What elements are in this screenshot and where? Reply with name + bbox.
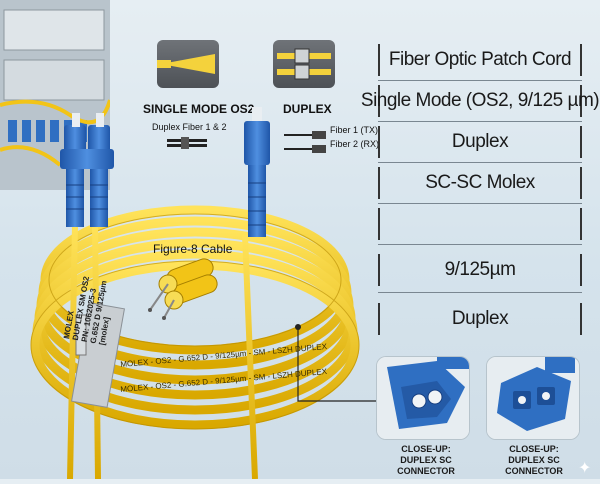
duplex-fiber-mini-icon bbox=[167, 136, 207, 154]
sparkle-icon: ✦ bbox=[578, 460, 592, 477]
figure-8-cable-icon bbox=[146, 258, 226, 327]
spec-row-empty bbox=[378, 208, 582, 240]
fiber-2-label: Fiber 2 (RX) bbox=[330, 139, 380, 149]
closeup-panel-1 bbox=[376, 356, 470, 440]
duplex-icon bbox=[273, 40, 335, 88]
spec-row-core: 9/125µm bbox=[378, 254, 582, 286]
closeup-panel-2 bbox=[486, 356, 580, 440]
fiber-1-icon bbox=[284, 126, 328, 144]
spec-row-connector: SC-SC Molex bbox=[378, 167, 582, 199]
divider bbox=[378, 203, 582, 204]
single-mode-subtitle: Duplex Fiber 1 & 2 bbox=[152, 122, 227, 132]
closeup-caption-line: DUPLEX SC CONNECTOR bbox=[397, 455, 455, 476]
closeup-caption-line: DUPLEX SC CONNECTOR bbox=[505, 455, 563, 476]
spec-row-product: Fiber Optic Patch Cord bbox=[378, 44, 582, 76]
closeup-caption-line: CLOSE-UP: bbox=[509, 444, 559, 454]
cable-coil-illustration bbox=[20, 105, 380, 480]
divider bbox=[378, 162, 582, 163]
duplex-title: DUPLEX bbox=[283, 102, 332, 116]
divider bbox=[378, 244, 582, 245]
single-mode-icon bbox=[157, 40, 219, 88]
fiber-1-label: Fiber 1 (TX) bbox=[330, 125, 379, 135]
closeup-caption-2: CLOSE-UP: DUPLEX SC CONNECTOR bbox=[486, 444, 582, 477]
spec-row-duplex-2: Duplex bbox=[378, 303, 582, 335]
divider bbox=[378, 121, 582, 122]
single-mode-title: SINGLE MODE OS2 bbox=[143, 102, 255, 116]
spec-row-duplex: Duplex bbox=[378, 126, 582, 158]
fiber-2-icon bbox=[284, 140, 328, 158]
divider bbox=[378, 292, 582, 293]
closeup-caption-1: CLOSE-UP: DUPLEX SC CONNECTOR bbox=[376, 444, 476, 477]
closeup-caption-line: CLOSE-UP: bbox=[401, 444, 451, 454]
spec-row-mode: Single Mode (OS2, 9/125 µm) bbox=[361, 85, 600, 117]
figure-8-label: Figure-8 Cable bbox=[153, 242, 233, 256]
divider bbox=[378, 80, 582, 81]
